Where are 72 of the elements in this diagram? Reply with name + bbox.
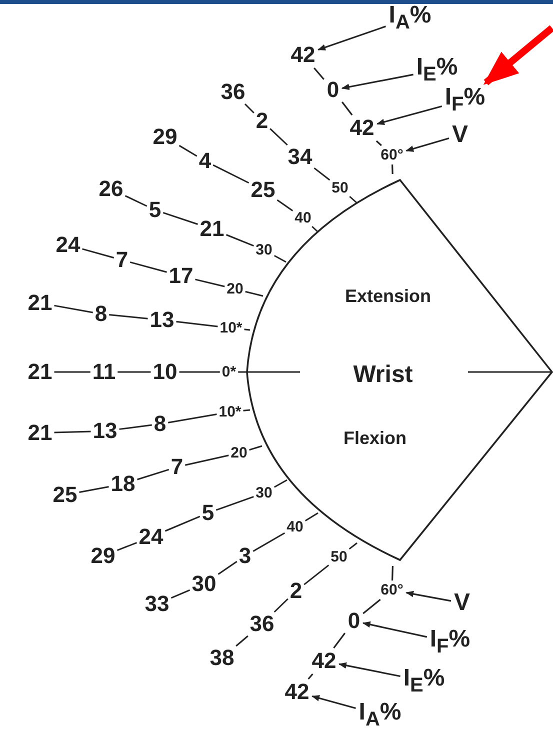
pointer-arrow	[338, 662, 400, 678]
scale-value: 42	[290, 44, 316, 66]
value-text: 25	[250, 179, 276, 201]
indicator-label: I$_{E}$%	[402, 666, 446, 696]
value-text: 2	[254, 110, 270, 132]
value-text: 21	[26, 422, 54, 444]
indicator-label: I$_{A}$%	[358, 700, 402, 730]
value-text: 26	[98, 178, 124, 200]
value-text: 7	[114, 249, 130, 271]
indicator-label: I$_{F}$%	[444, 86, 486, 114]
value-text: 29	[152, 126, 178, 148]
pointer-arrow	[341, 74, 414, 90]
value-text: 8	[94, 303, 108, 325]
indicator-label: I$_{F}$%	[428, 628, 472, 656]
motion-label: Flexion	[342, 429, 408, 447]
value-text: 36	[220, 81, 246, 103]
angle-tick-label: 30	[254, 486, 274, 500]
value-text: 11	[91, 361, 117, 383]
scale-value: 60°	[380, 582, 404, 598]
pointer-arrow	[406, 590, 452, 602]
value-text: 30	[190, 573, 218, 595]
angle-tick-label: 50	[330, 550, 348, 564]
value-text: 17	[168, 265, 194, 287]
indicator-label: V	[451, 123, 469, 147]
value-text: 21	[26, 361, 54, 383]
angle-tick-label: 50	[330, 180, 350, 196]
indicator-label: V	[453, 591, 471, 615]
value-text: 38	[208, 647, 236, 669]
value-text: 34	[286, 146, 314, 168]
angle-tick-label: 30	[254, 242, 274, 258]
scale-value: 42	[310, 650, 338, 672]
value-text: 7	[170, 456, 184, 478]
angle-tick-label: 20	[230, 446, 248, 460]
value-text: 21	[198, 218, 226, 240]
angle-tick-label: 40	[286, 520, 304, 534]
pointer-arrow	[406, 137, 450, 152]
angle-tick-label: 10*	[218, 404, 242, 420]
motion-label: Extension	[344, 287, 432, 305]
angle-tick-label: 0*	[220, 364, 238, 380]
value-text: 18	[110, 473, 136, 495]
value-text: 5	[148, 199, 162, 221]
scale-value: 42	[284, 681, 310, 703]
pointer-arrow	[311, 695, 356, 710]
scale-value: 42	[348, 117, 376, 139]
highlight-arrow	[483, 25, 553, 86]
value-text: 2	[288, 580, 304, 602]
value-text: 3	[238, 545, 252, 567]
angle-tick-label: 10*	[218, 320, 244, 336]
value-text: 8	[152, 413, 168, 435]
value-text: 5	[200, 502, 216, 524]
value-text: 29	[90, 545, 116, 567]
indicator-label: I$_{A}$%	[388, 4, 432, 32]
scale-value: 60°	[380, 148, 404, 162]
angle-tick-label: 40	[294, 210, 312, 226]
scale-value: 0	[346, 610, 362, 632]
pointer-arrow	[362, 621, 428, 638]
value-text: 33	[144, 593, 170, 615]
value-text: 21	[26, 292, 54, 314]
scale-value: 0	[326, 79, 340, 101]
angle-tick-label: 20	[226, 282, 244, 296]
value-text: 10	[152, 361, 178, 383]
value-text: 13	[92, 420, 118, 442]
title-text: Wrist	[352, 363, 414, 387]
value-text: 24	[138, 526, 164, 548]
pointer-arrow	[376, 106, 442, 126]
value-text: 24	[54, 234, 82, 256]
indicator-label: I$_{E}$%	[415, 56, 459, 84]
pointer-arrow	[317, 26, 386, 50]
value-text: 36	[248, 613, 276, 635]
value-text: 13	[148, 309, 176, 331]
value-text: 4	[198, 150, 212, 172]
value-text: 25	[52, 484, 78, 506]
